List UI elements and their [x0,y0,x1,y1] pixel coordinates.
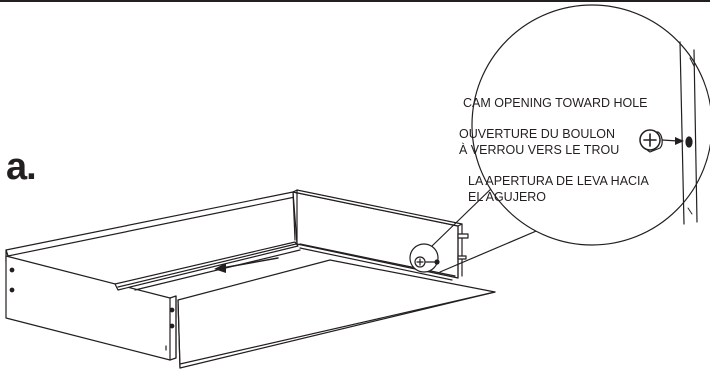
callout-text-french: OUVERTURE DU BOULON À VERROU VERS LE TRO… [459,126,619,158]
cam-bolt-icon [639,129,663,153]
insertion-arrow [214,257,279,273]
drawer-bottom-board [177,259,496,369]
leader-line-bottom [439,225,549,273]
top-rule [0,0,710,2]
callout-spanish-line1: LA APERTURA DE LEVA HACIA [468,174,649,188]
left-side-panel [5,255,177,361]
dowel-bottom [457,255,467,260]
callout-french-line2: À VERROU VERS LE TROU [459,143,620,157]
magnified-callout-circle [471,4,710,246]
leader-line-top [431,185,495,247]
dowel-top [457,233,469,239]
step-label: a. [6,146,37,188]
callout-english-line: CAM OPENING TOWARD HOLE [463,96,648,110]
callout-french-line1: OUVERTURE DU BOULON [459,127,616,141]
cam-detail-small [409,243,440,273]
callout-text-english: CAM OPENING TOWARD HOLE [463,95,648,111]
callout-text-spanish: LA APERTURA DE LEVA HACIA EL AGUJERO [468,173,649,205]
callout-spanish-line2: EL AGUJERO [468,190,547,204]
